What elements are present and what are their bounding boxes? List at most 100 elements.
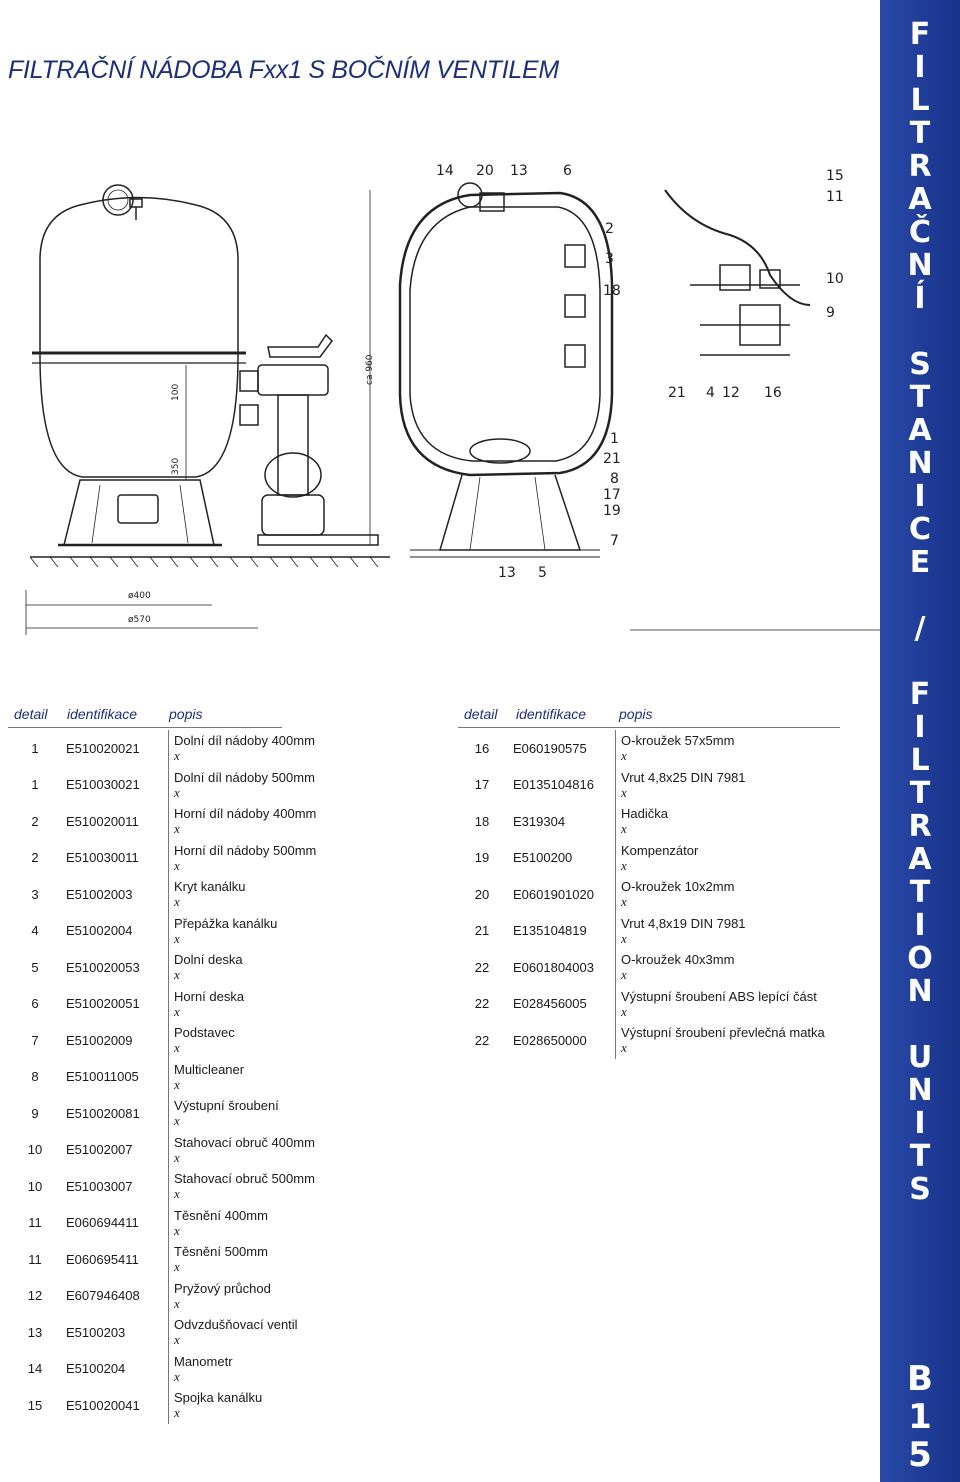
part-description: Přepážka kanálku (174, 915, 278, 931)
callout: 3 (605, 251, 614, 267)
detail-number: 19 (474, 850, 490, 866)
sidebar-letter: Č (908, 215, 932, 250)
part-description: Odvzdušňovací ventil (174, 1317, 298, 1333)
part-identifier: E510030021 (66, 777, 140, 793)
sidebar-letter: R (908, 149, 932, 184)
sidebar-letter: U (907, 1040, 933, 1075)
side-valve (257, 364, 329, 396)
part-identifier: E51002004 (66, 923, 133, 939)
detail-number: 22 (474, 1032, 490, 1048)
part-identifier: E028456005 (513, 996, 587, 1012)
sidebar-letter: L (910, 743, 930, 778)
sidebar-letter: N (907, 974, 933, 1009)
part-identifier: E510020051 (66, 996, 140, 1012)
part-identifier: E0601804003 (513, 959, 594, 975)
sidebar-letter: S (909, 347, 931, 382)
part-identifier: E060190575 (513, 740, 587, 756)
part-description: Horní díl nádoby 500mm (174, 842, 317, 858)
vessel-outline (39, 196, 239, 478)
sidebar-letter: T (909, 875, 931, 910)
part-description: O-kroužek 10x2mm (621, 879, 735, 895)
dim-label: ø400 (128, 591, 151, 601)
vessel-section (398, 191, 614, 477)
sidebar-letter: S (909, 1172, 931, 1207)
detail-number: 2 (31, 813, 39, 829)
table-row: 22 E028456005 Výstupní šroubení ABS lepící… (461, 985, 825, 1022)
dim-label: ø570 (128, 615, 151, 625)
header-popis-left: popis (169, 706, 203, 722)
part-mark: x (174, 1368, 180, 1384)
part-mark: x (174, 748, 180, 764)
detail-number: 9 (31, 1105, 39, 1121)
part-description: Vrut 4,8x25 DIN 7981 (621, 769, 746, 785)
sidebar-letter: N (907, 446, 933, 481)
part-mark: x (174, 894, 180, 910)
header-detail-left: detail (14, 706, 48, 722)
sidebar-letter: I (914, 1106, 926, 1141)
part-identifier: E060695411 (66, 1251, 139, 1267)
callout: 19 (603, 503, 621, 519)
detail-number: 6 (31, 996, 39, 1012)
part-mark: x (621, 821, 627, 837)
detail-number: 10 (27, 1178, 43, 1194)
sidebar-letter: A (908, 182, 932, 217)
detail-number: 7 (31, 1032, 39, 1048)
detail-number: 11 (28, 1215, 42, 1231)
dim-label: 350 (171, 458, 181, 475)
part-identifier: E5100200 (513, 850, 573, 866)
part-description: O-kroužek 40x3mm (621, 952, 735, 968)
part-mark: x (174, 1295, 180, 1311)
callout: 17 (603, 487, 621, 503)
part-description: Kryt kanálku (174, 879, 246, 895)
callout: 9 (826, 305, 835, 321)
part-description: Hadička (621, 806, 668, 822)
detail-number: 22 (474, 996, 490, 1012)
part-identifier: E0135104816 (513, 777, 594, 793)
part-mark: x (174, 1405, 180, 1421)
part-identifier: E135104819 (513, 923, 587, 939)
part-identifier: E510020081 (66, 1105, 140, 1121)
part-mark: x (174, 1149, 180, 1165)
callout: 7 (610, 533, 619, 549)
callout: 13 (510, 163, 528, 179)
part-description: O-kroužek 57x5mm (621, 733, 735, 749)
part-description: Vrut 4,8x19 DIN 7981 (621, 915, 746, 931)
detail-view (664, 189, 811, 306)
callout: 5 (538, 565, 547, 581)
sidebar-letter: N (907, 1073, 933, 1108)
page-code-char: 5 (908, 1435, 932, 1475)
part-description: Těsnění 400mm (174, 1207, 268, 1223)
part-identifier: E5100203 (66, 1324, 126, 1340)
part-identifier: E510011005 (66, 1069, 139, 1085)
detail-number: 20 (474, 886, 490, 902)
part-description: Dolní díl nádoby 500mm (174, 769, 315, 785)
callout: 21 (603, 451, 621, 467)
detail-number: 21 (474, 923, 490, 939)
